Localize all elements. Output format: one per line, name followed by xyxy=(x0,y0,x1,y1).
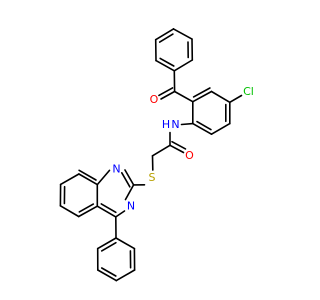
bond xyxy=(59,205,80,218)
bond xyxy=(210,122,231,135)
ring-nitrogen-1-label: N xyxy=(112,163,120,176)
bond xyxy=(96,205,117,218)
molecule-structure-diagram: O Cl H N O S N N xyxy=(59,28,254,282)
atom-label-layer: O Cl H N O S N N xyxy=(112,85,253,213)
bond xyxy=(96,237,117,250)
bond xyxy=(192,87,211,98)
bond xyxy=(100,241,117,252)
oxygen-amide-label: O xyxy=(185,149,194,162)
bond xyxy=(78,203,95,213)
bond xyxy=(192,90,213,103)
bond xyxy=(210,90,231,104)
bond xyxy=(97,269,118,282)
bond xyxy=(173,59,194,72)
bond xyxy=(172,28,193,40)
bond xyxy=(115,237,136,250)
bond xyxy=(154,28,175,41)
bond xyxy=(124,184,135,201)
bond xyxy=(155,59,176,72)
bond xyxy=(78,169,97,181)
sulfur-label: S xyxy=(149,171,156,184)
bond xyxy=(101,267,117,277)
bond xyxy=(158,87,174,97)
bond xyxy=(124,169,135,186)
chlorine-label: Cl xyxy=(243,85,254,98)
bond xyxy=(96,169,111,186)
bond-layer xyxy=(59,28,243,282)
bond xyxy=(77,205,99,218)
amide-hydrogen-label: H xyxy=(162,118,170,131)
bond xyxy=(173,90,194,103)
bond xyxy=(158,33,174,43)
bond xyxy=(169,144,185,154)
oxygen-ketone-label: O xyxy=(150,93,159,106)
bond xyxy=(115,269,136,282)
bond xyxy=(160,90,176,100)
bond xyxy=(121,172,131,188)
bond xyxy=(171,140,187,150)
bond xyxy=(196,120,212,131)
bond xyxy=(115,210,126,218)
ring-nitrogen-3-label: N xyxy=(127,200,135,213)
bond xyxy=(159,57,175,67)
bond xyxy=(192,122,213,135)
bond xyxy=(180,122,194,126)
bond xyxy=(100,203,117,214)
bond xyxy=(229,94,243,104)
bond xyxy=(78,173,99,186)
bond xyxy=(151,144,171,157)
amide-nitrogen-label: N xyxy=(171,118,179,131)
bond xyxy=(59,173,80,186)
